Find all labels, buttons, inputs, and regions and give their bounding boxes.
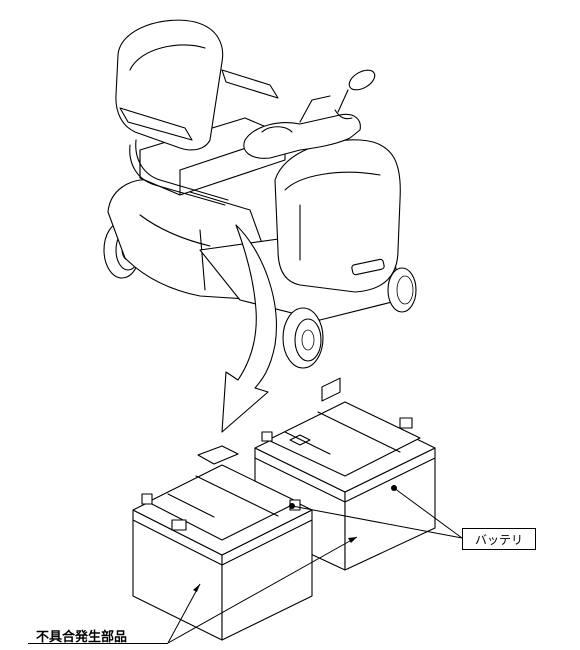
battery-label-text: バッテリ [474,532,523,547]
defective-part-label: 不具合発生部品 [36,630,128,645]
battery-left [132,445,313,641]
battery-label: バッテリ [462,528,536,550]
curved-arrow-icon [221,224,277,433]
defective-part-underline [28,643,168,644]
battery-leader-lines [289,485,463,539]
defect-leader-lines [167,536,358,644]
